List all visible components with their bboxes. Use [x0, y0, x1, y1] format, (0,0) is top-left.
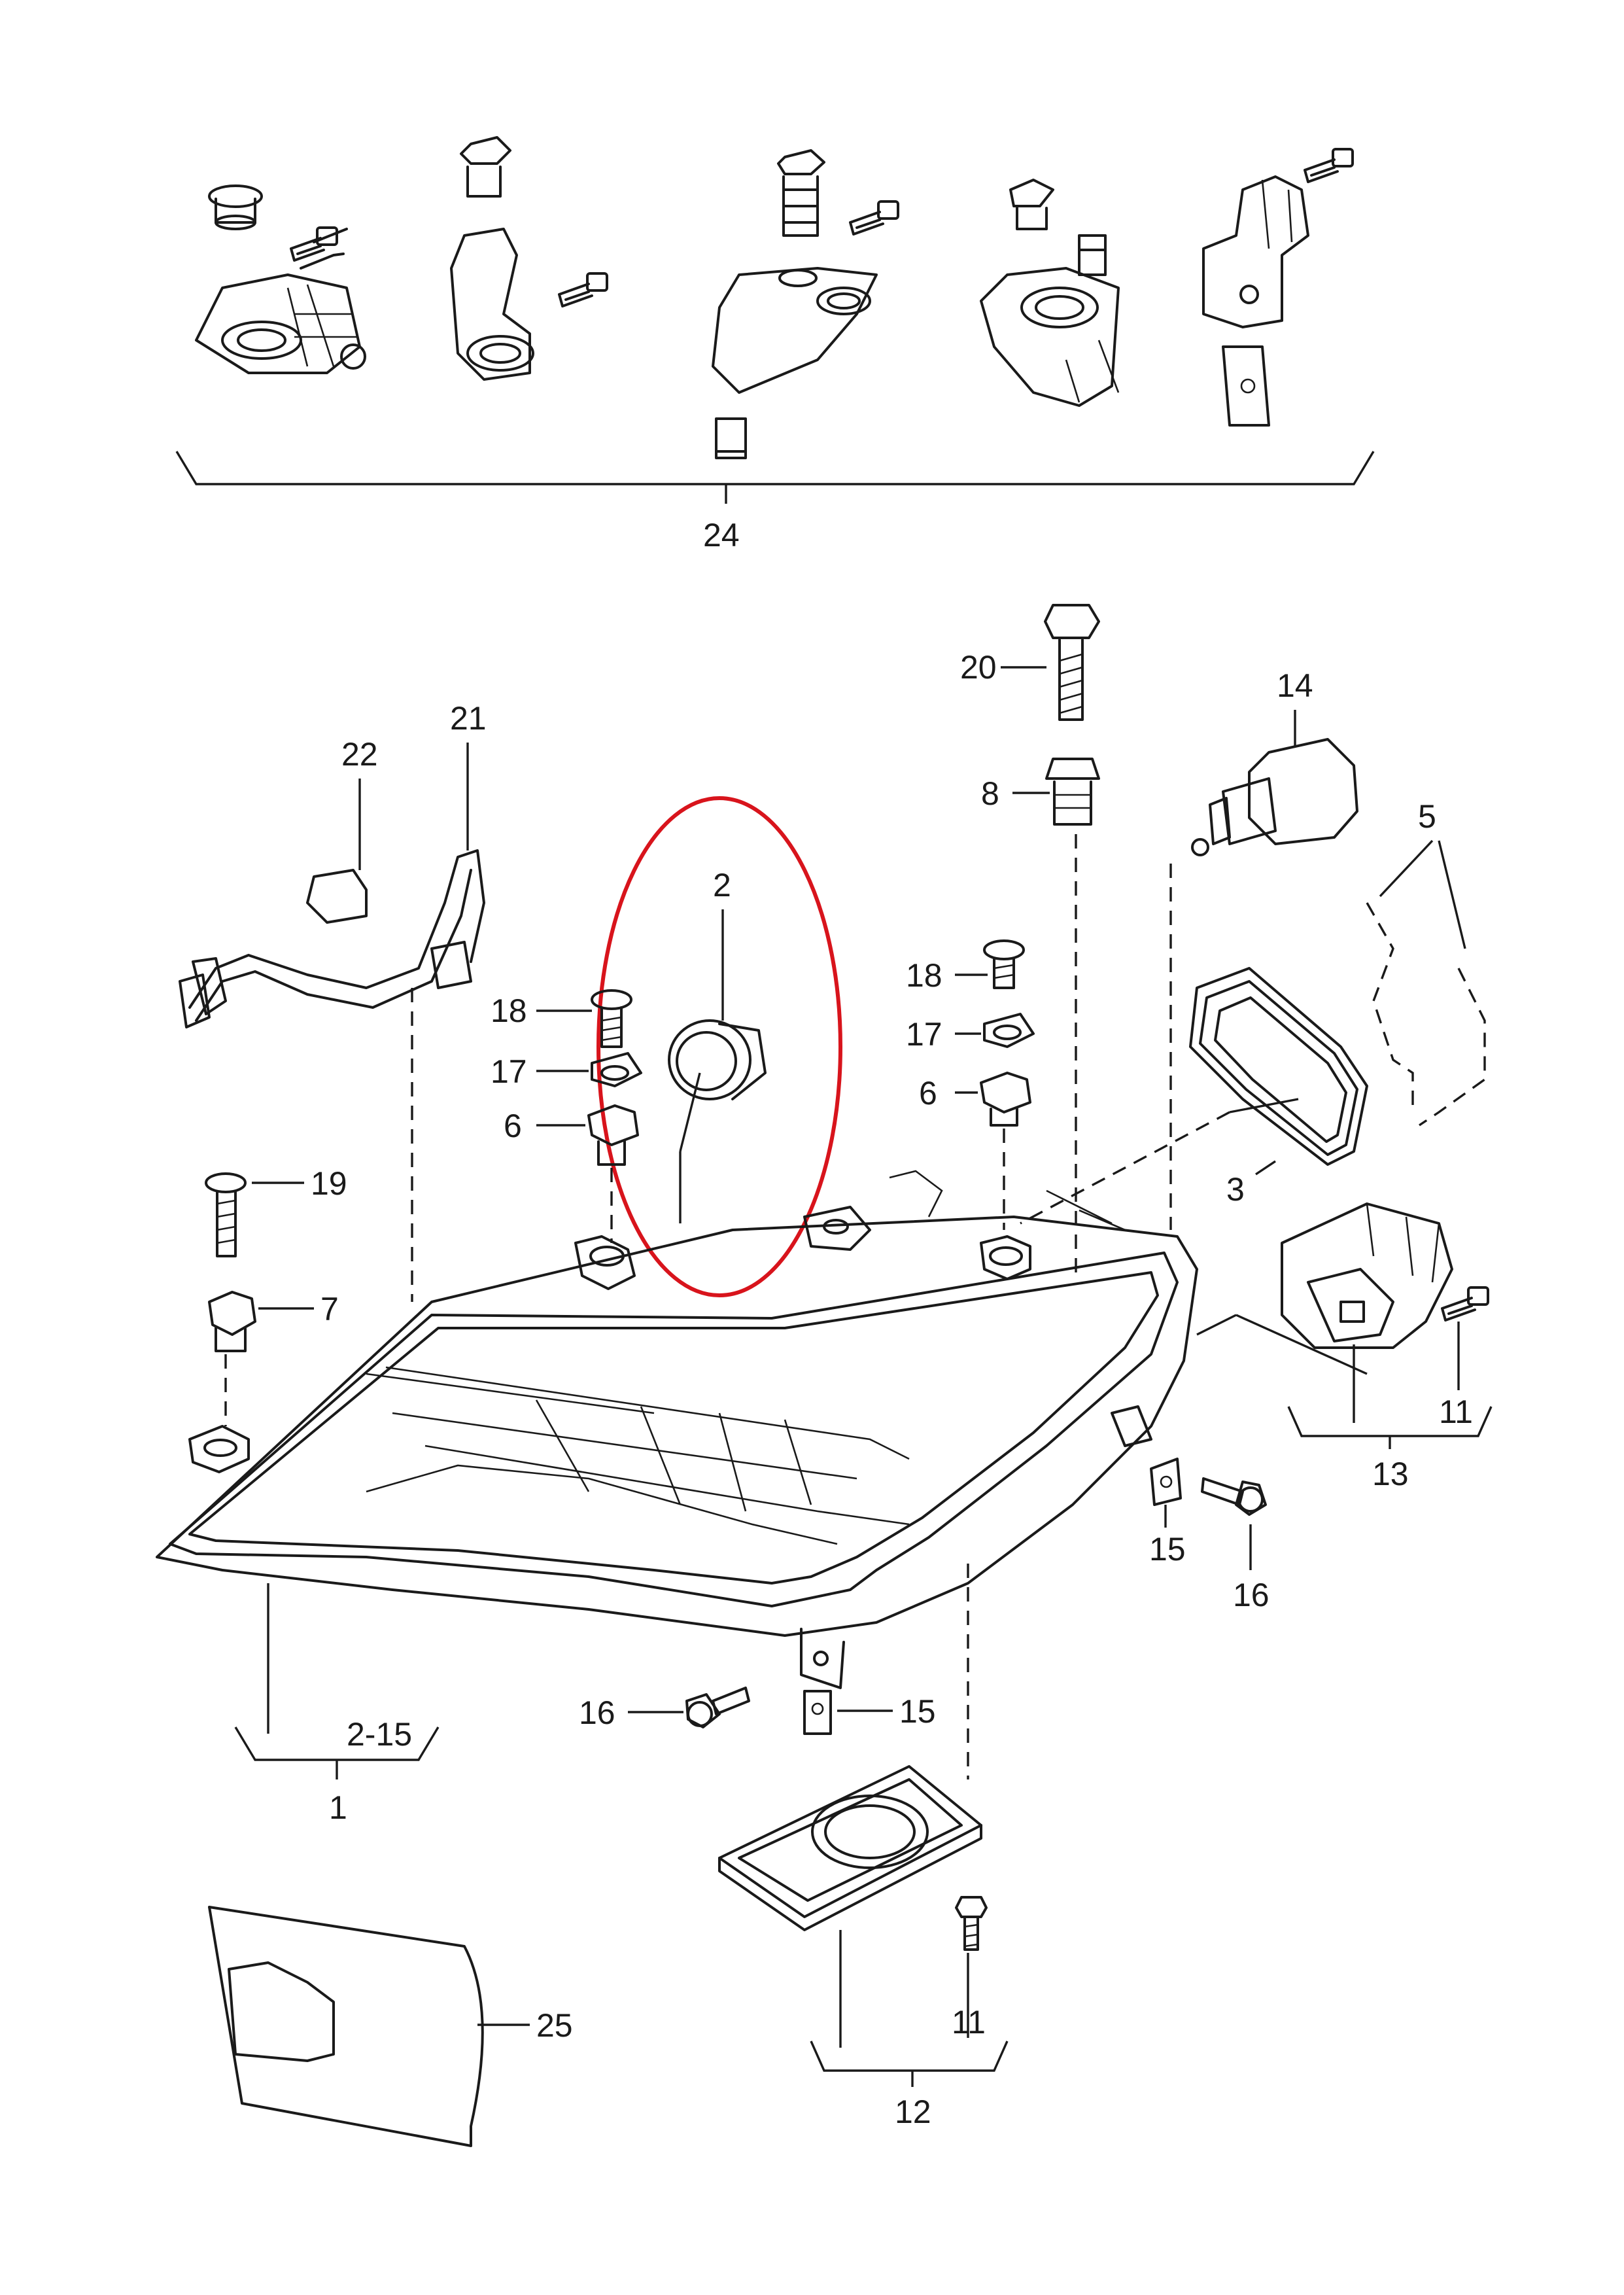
- callout-22: 22: [341, 736, 378, 773]
- highlight-circle: [596, 796, 842, 1297]
- part-1-bracket: 2-15 1: [234, 1583, 440, 1826]
- part-8-nut: 8: [981, 758, 1100, 826]
- callout-1: 1: [329, 1789, 347, 1826]
- callout-5: 5: [1418, 798, 1436, 835]
- part-20-bolt: 20: [960, 604, 1100, 721]
- part-13-module: 11 13: [1196, 1202, 1493, 1492]
- callout-11-bottom: 11: [952, 2004, 986, 2041]
- part-24-group: 24: [175, 136, 1375, 553]
- callout-19: 19: [311, 1165, 347, 1202]
- callout-12: 12: [895, 2094, 931, 2130]
- callout-6-left: 6: [504, 1108, 522, 1144]
- callout-21: 21: [450, 700, 487, 737]
- part-2-cap: 2: [596, 796, 842, 1297]
- callout-2-15: 2-15: [347, 1716, 412, 1753]
- part-5-3-frame: 5 3: [1020, 798, 1486, 1276]
- part-15-16-right: 15 16: [1149, 1458, 1270, 1613]
- callout-15-bottom: 15: [899, 1693, 936, 1730]
- callout-24: 24: [703, 517, 740, 553]
- callout-3: 3: [1226, 1171, 1245, 1208]
- callout-17-left: 17: [491, 1053, 527, 1090]
- part-16-15-bottom: 16 15: [579, 1687, 936, 1735]
- left-fasteners: 18 17 6: [491, 989, 642, 1243]
- callout-20: 20: [960, 649, 997, 686]
- callout-18-right: 18: [906, 957, 942, 994]
- callout-17-right: 17: [906, 1016, 942, 1053]
- part-19-7-fasteners: 19 7: [205, 1165, 347, 1426]
- part-25-sheet: 25: [208, 1906, 573, 2147]
- callout-16-bottom: 16: [579, 1694, 615, 1731]
- callout-15-right: 15: [1149, 1531, 1186, 1568]
- part-14-bulb: 14: [1191, 667, 1358, 856]
- callout-8: 8: [981, 775, 999, 812]
- part-12-plate: 11 12: [718, 1765, 1009, 2130]
- callout-25: 25: [536, 2007, 573, 2044]
- part-21-22-hose: 22 21: [179, 700, 487, 1302]
- callout-13: 13: [1372, 1456, 1409, 1492]
- callout-6-right: 6: [919, 1075, 937, 1112]
- callout-11-right: 11: [1439, 1393, 1473, 1430]
- callout-2: 2: [713, 867, 731, 903]
- callout-16-right: 16: [1233, 1577, 1270, 1613]
- callout-18-left: 18: [491, 992, 527, 1029]
- right-fasteners: 18 17 6: [906, 939, 1035, 1230]
- part-1-headlamp: [156, 1170, 1198, 1779]
- callout-14: 14: [1277, 667, 1313, 704]
- callout-7: 7: [320, 1291, 339, 1327]
